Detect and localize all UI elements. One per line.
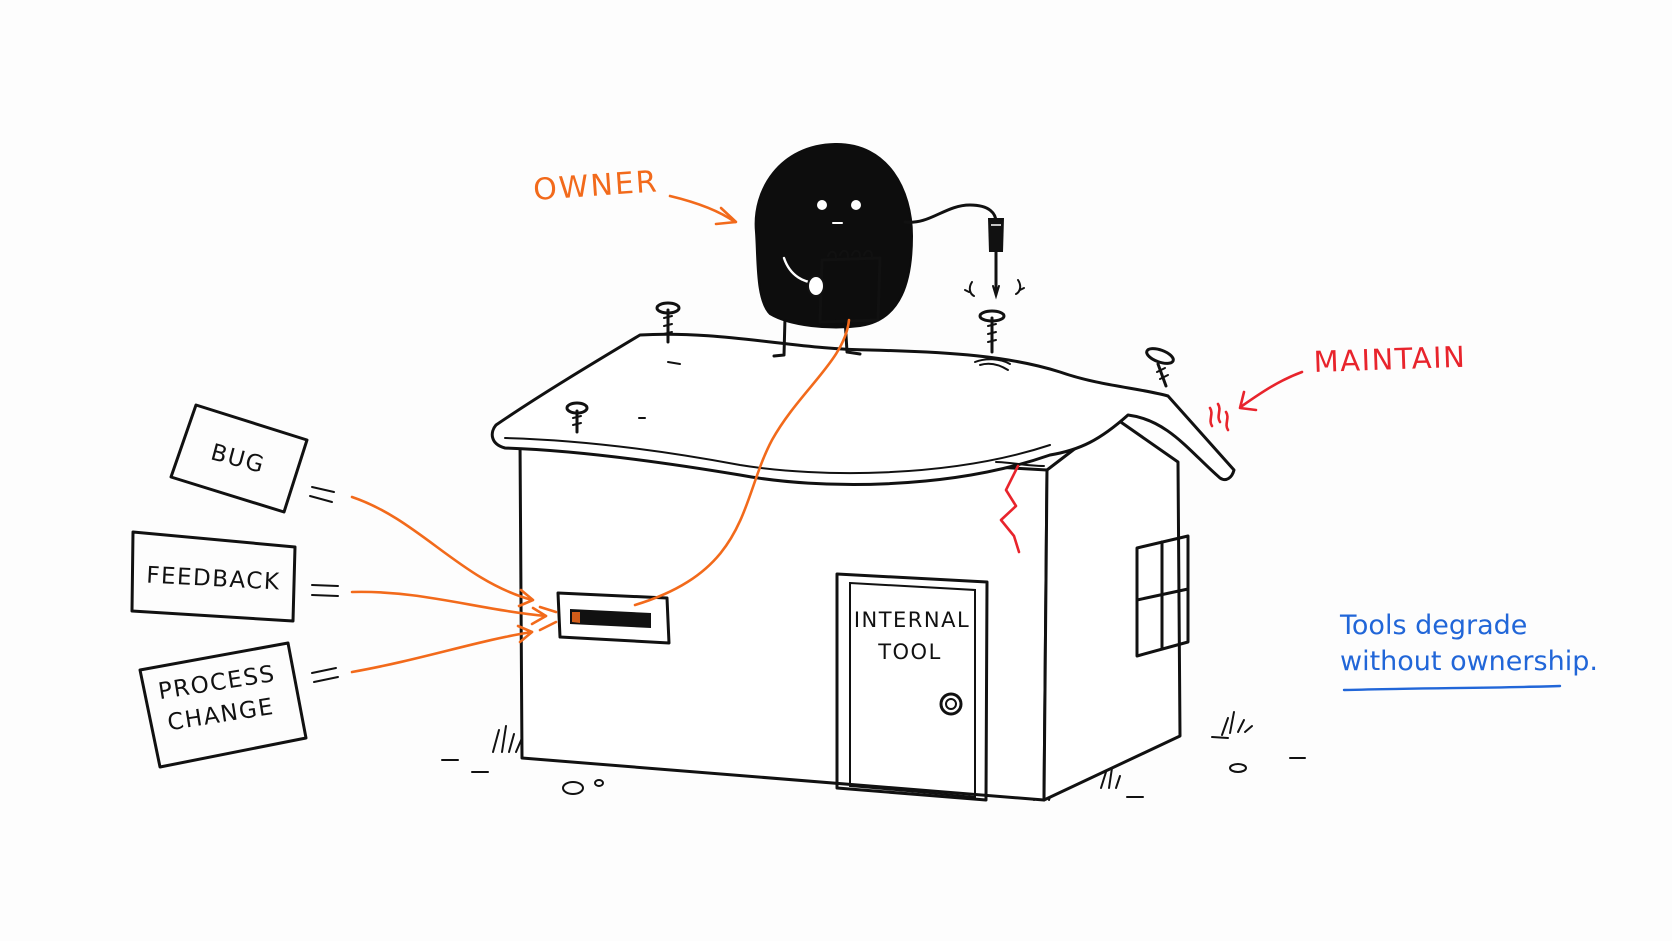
screw-icon xyxy=(565,401,589,434)
motion-lines xyxy=(309,486,339,683)
note-line1: Tools degrade xyxy=(1339,610,1527,641)
process-change-card: PROCESS CHANGE xyxy=(138,641,308,769)
screw-icon xyxy=(974,309,1011,365)
owner-character-icon xyxy=(754,142,998,358)
note-line2: without ownership. xyxy=(1340,646,1598,677)
door-label-line1: INTERNAL xyxy=(854,608,970,632)
owner-arrow xyxy=(668,194,738,226)
screwdriver-icon xyxy=(964,218,1025,300)
vibration-marks xyxy=(1208,402,1230,432)
screw-icon xyxy=(655,301,681,344)
owner-label: OWNER xyxy=(532,164,660,208)
bug-card: BUG xyxy=(169,403,309,514)
maintain-label: MAINTAIN xyxy=(1313,340,1467,379)
notepad-to-mailbox-wire xyxy=(633,318,851,607)
maintain-arrow xyxy=(1238,370,1304,412)
feedback-card: FEEDBACK xyxy=(130,530,297,623)
notepad-icon xyxy=(807,249,882,324)
house-window xyxy=(1135,534,1190,658)
mail-slot-icon xyxy=(556,591,671,645)
door-label-line2: TOOL xyxy=(877,640,942,664)
bug-card-label: BUG xyxy=(208,440,268,479)
screw-icon xyxy=(1145,347,1175,388)
input-arrows xyxy=(350,495,558,674)
house-side-wall xyxy=(1042,416,1182,802)
feedback-card-label: FEEDBACK xyxy=(146,563,281,596)
house-door: INTERNAL TOOL xyxy=(835,572,989,802)
house-roof xyxy=(490,332,1236,487)
crack-icon xyxy=(999,464,1021,554)
note-underline xyxy=(1342,684,1562,692)
